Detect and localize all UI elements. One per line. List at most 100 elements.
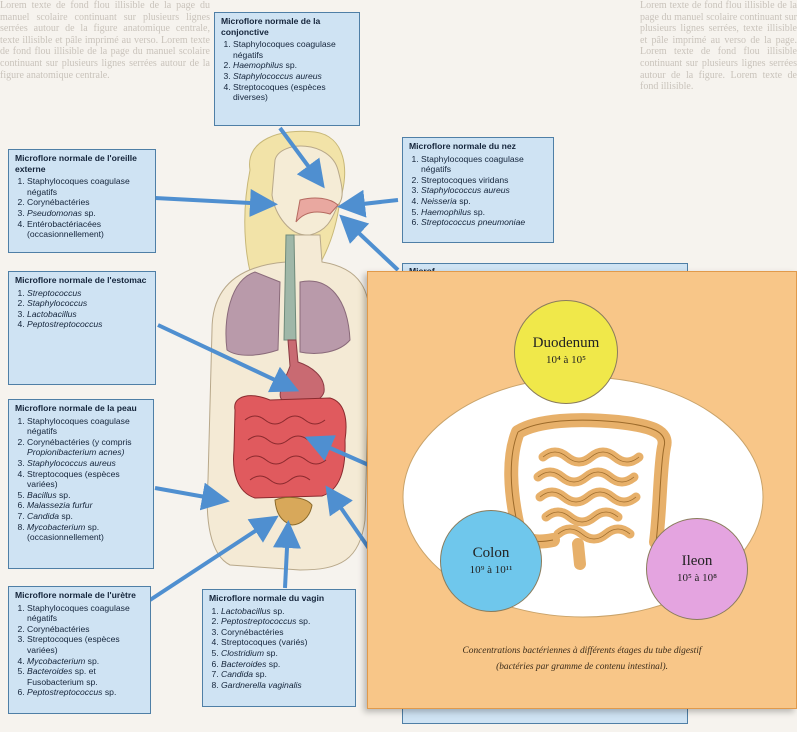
- bacteria-name: Corynébactéries (y compris: [27, 437, 132, 447]
- bacteria-name: Streptococcus pneumoniae: [421, 217, 525, 227]
- bacteria-list-item: Entérobactériacées (occasionnellement): [27, 219, 149, 240]
- bacteria-list-item: Corynébactéries: [27, 197, 149, 208]
- bacteria-list-item: Staphylococcus: [27, 298, 149, 309]
- bacteria-name: Corynébactéries: [221, 627, 284, 637]
- bacteria-name: Clostridium: [221, 648, 264, 658]
- bacteria-name: Staphylococcus aureus: [421, 185, 510, 195]
- arrow-nez: [345, 200, 398, 206]
- bacteria-list-item: Gardnerella vaginalis: [221, 680, 349, 691]
- bacteria-name: Staphylocoques coagulase négatifs: [421, 154, 524, 175]
- trachea-shape: [284, 235, 296, 340]
- bacteria-name: Candida: [27, 511, 59, 521]
- bacteria-list-item: Peptostreptococcus sp.: [221, 616, 349, 627]
- box-conjonctive: Microflore normale de la conjonctiveStap…: [214, 12, 360, 126]
- box-peau: Microflore normale de la peauStaphylocoq…: [8, 399, 154, 569]
- bacteria-list-item: Streptocoques (espèces variées): [27, 634, 144, 655]
- bacteria-suffix: sp.: [59, 511, 73, 521]
- bacteria-list-item: Haemophilus sp.: [421, 207, 547, 218]
- box-title: Microflore normale de l'oreille externe: [15, 153, 149, 174]
- bacteria-list-item: Staphylocoques coagulase négatifs: [27, 416, 147, 437]
- box-oreille-externe: Microflore normale de l'oreille externeS…: [8, 149, 156, 253]
- bacteria-list-item: Staphylococcus aureus: [233, 71, 353, 82]
- bacteria-list-item: Mycobacterium sp. (occasionnellement): [27, 522, 147, 543]
- bacteria-suffix: sp.: [471, 207, 485, 217]
- bacteria-list-item: Pseudomonas sp.: [27, 208, 149, 219]
- bacteria-list: StreptococcusStaphylococcusLactobacillus…: [15, 288, 149, 330]
- bacteria-list-item: Bacteroides sp. et Fusobacterium sp.: [27, 666, 144, 687]
- ileon-circle: Ileon 10⁵ à 10⁸: [646, 518, 748, 620]
- bacteria-suffix: sp.: [264, 648, 278, 658]
- bacteria-name: Neisseria: [421, 196, 457, 206]
- bacteria-list-item: Peptostreptococcus: [27, 319, 149, 330]
- bacteria-list-item: Staphylocoques coagulase négatifs: [233, 39, 353, 60]
- bacteria-name: Haemophilus: [421, 207, 471, 217]
- ileon-value: 10⁵ à 10⁸: [647, 572, 747, 584]
- colon-label: Colon: [441, 545, 541, 562]
- bacteria-list-item: Bacillus sp.: [27, 490, 147, 501]
- bacteria-name: Lactobacillus: [27, 309, 77, 319]
- bacteria-suffix: Propionibacterium acnes): [27, 447, 124, 457]
- bacteria-name: Corynébactéries: [27, 197, 90, 207]
- bacteria-list-item: Candida sp.: [27, 511, 147, 522]
- bacteria-list-item: Streptocoques (espèces diverses): [233, 82, 353, 103]
- bacteria-name: Streptocoques (espèces diverses): [233, 82, 326, 103]
- bacteria-suffix: sp.: [283, 60, 297, 70]
- bacteria-name: Streptocoques (espèces variées): [27, 634, 120, 655]
- box-title: Microflore normale de l'estomac: [15, 275, 149, 286]
- bacteria-name: Peptostreptococcus: [27, 319, 102, 329]
- bacteria-list-item: Staphylococcus aureus: [27, 458, 147, 469]
- box-title: Microflore normale de l'urètre: [15, 590, 144, 601]
- arrow-bouche: [345, 220, 398, 270]
- bacteria-list-item: Mycobacterium sp.: [27, 656, 144, 667]
- bacteria-list-item: Streptocoques (espèces variées): [27, 469, 147, 490]
- bacteria-list-item: Haemophilus sp.: [233, 60, 353, 71]
- colon-value: 10⁹ à 10¹¹: [441, 564, 541, 576]
- bacteria-list: Staphylocoques coagulase négatifsCorynéb…: [15, 603, 144, 698]
- bacteria-suffix: sp.: [271, 606, 285, 616]
- bacteria-name: Staphylocoques coagulase négatifs: [27, 603, 130, 624]
- bacteria-list-item: Streptococcus pneumoniae: [421, 217, 547, 228]
- bacteria-name: Lactobacillus: [221, 606, 271, 616]
- bacteria-list-item: Staphylocoques coagulase négatifs: [27, 603, 144, 624]
- bacteria-suffix: sp.: [102, 687, 116, 697]
- bacteria-list-item: Candida sp.: [221, 669, 349, 680]
- rectum-shape: [578, 544, 580, 564]
- ileon-label: Ileon: [647, 553, 747, 570]
- box-title: Microflore normale du nez: [409, 141, 547, 152]
- bacteria-list: Lactobacillus sp.Peptostreptococcus sp.C…: [209, 606, 349, 691]
- bacteria-name: Pseudomonas: [27, 208, 82, 218]
- bacteria-name: Bacteroides: [221, 659, 266, 669]
- bacteria-suffix: sp.: [85, 656, 99, 666]
- bacteria-name: Streptocoques (variés): [221, 637, 307, 647]
- bacteria-list: Staphylocoques coagulase négatifsHaemoph…: [221, 39, 353, 103]
- bacteria-suffix: sp.: [457, 196, 471, 206]
- box-title: Microflore normale du vagin: [209, 593, 349, 604]
- intestine-concentration-figure: Duodenum 10⁴ à 10⁵ Colon 10⁹ à 10¹¹ Ileo…: [367, 271, 797, 709]
- bacteria-name: Staphylocoques coagulase négatifs: [27, 176, 130, 197]
- bacteria-list-item: Streptococcus: [27, 288, 149, 299]
- bacteria-list-item: Clostridium sp.: [221, 648, 349, 659]
- bacteria-list-item: Neisseria sp.: [421, 196, 547, 207]
- bacteria-name: Staphylococcus aureus: [27, 458, 116, 468]
- box-title: Microflore normale de la peau: [15, 403, 147, 414]
- box-nez: Microflore normale du nezStaphylocoques …: [402, 137, 554, 243]
- bacteria-list-item: Streptocoques (variés): [221, 637, 349, 648]
- bacteria-suffix: sp.: [82, 208, 96, 218]
- bacteria-list-item: Peptostreptococcus sp.: [27, 687, 144, 698]
- bacteria-name: Streptocoques (espèces variées): [27, 469, 120, 490]
- bacteria-name: Staphylococcus aureus: [233, 71, 322, 81]
- figure-caption-line1: Concentrations bactériennes à différents…: [368, 644, 796, 658]
- bacteria-suffix: sp.: [266, 659, 280, 669]
- bacteria-suffix: sp.: [253, 669, 267, 679]
- bacteria-list-item: Lactobacillus sp.: [221, 606, 349, 617]
- duodenum-circle: Duodenum 10⁴ à 10⁵: [514, 300, 618, 404]
- bacteria-suffix: sp.: [296, 616, 310, 626]
- figure-caption-line2: (bactéries par gramme de contenu intesti…: [368, 660, 796, 674]
- bacteria-name: Entérobactériacées (occasionnellement): [27, 219, 104, 240]
- bacteria-name: Peptostreptococcus: [221, 616, 296, 626]
- colon-circle: Colon 10⁹ à 10¹¹: [440, 510, 542, 612]
- bacteria-list-item: Bacteroides sp.: [221, 659, 349, 670]
- bacteria-list-item: Staphylocoques coagulase négatifs: [421, 154, 547, 175]
- bacteria-list-item: Malassezia furfur: [27, 500, 147, 511]
